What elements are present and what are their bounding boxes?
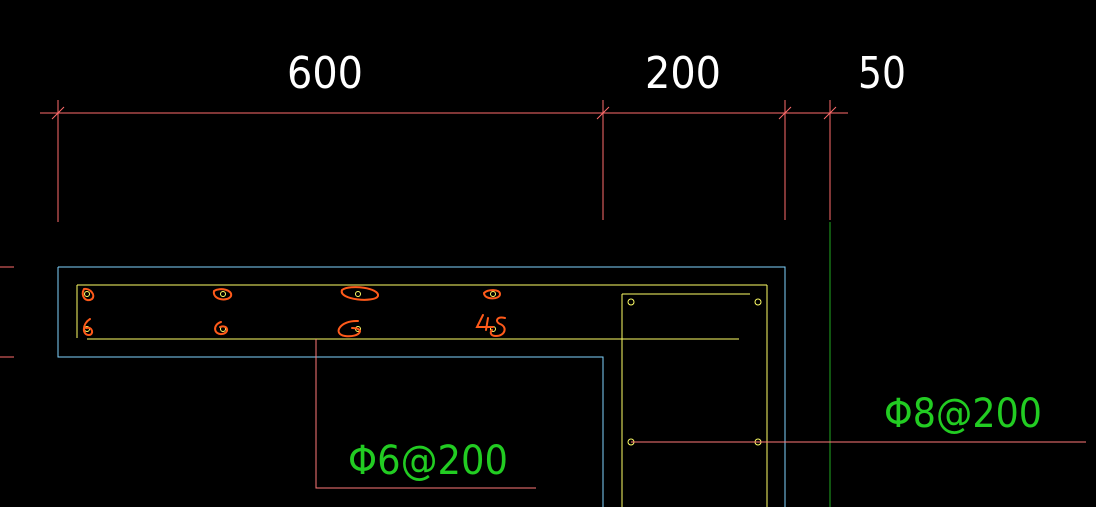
markup-ellipse — [81, 287, 95, 302]
dimension-600: 600 — [287, 48, 363, 99]
markup-ellipse — [483, 289, 502, 300]
slab-rebar-label: Φ6@200 — [348, 438, 508, 484]
beam-bar-top-left — [627, 298, 635, 306]
beam-bars — [627, 298, 762, 446]
beam-rebar-label: Φ8@200 — [884, 391, 1042, 437]
markup-six — [82, 318, 94, 337]
tick-4 — [823, 106, 837, 120]
beam-bar-top-right — [754, 298, 762, 306]
tick-1 — [51, 106, 65, 120]
slab-dist-bars — [84, 291, 496, 332]
slab-bar — [355, 291, 361, 297]
dimension-50: 50 — [858, 48, 906, 99]
slab-bar — [84, 291, 90, 297]
tick-2 — [596, 106, 610, 120]
slab-rebar — [76, 284, 768, 507]
concrete-outline — [57, 266, 786, 507]
markup-ellipse — [340, 286, 379, 301]
slab-bar — [220, 291, 226, 297]
dimension-chain — [40, 100, 848, 222]
markup-six — [337, 319, 361, 338]
markup-six — [214, 321, 228, 336]
markup-ellipse — [212, 288, 233, 301]
markup-45 — [475, 314, 506, 338]
tick-3 — [778, 106, 792, 120]
slab-bar — [490, 291, 496, 297]
beam-stirrup — [621, 293, 750, 507]
dimension-200: 200 — [645, 48, 721, 99]
slab-rebar-leader — [315, 339, 536, 489]
markup-annotations — [81, 286, 506, 338]
